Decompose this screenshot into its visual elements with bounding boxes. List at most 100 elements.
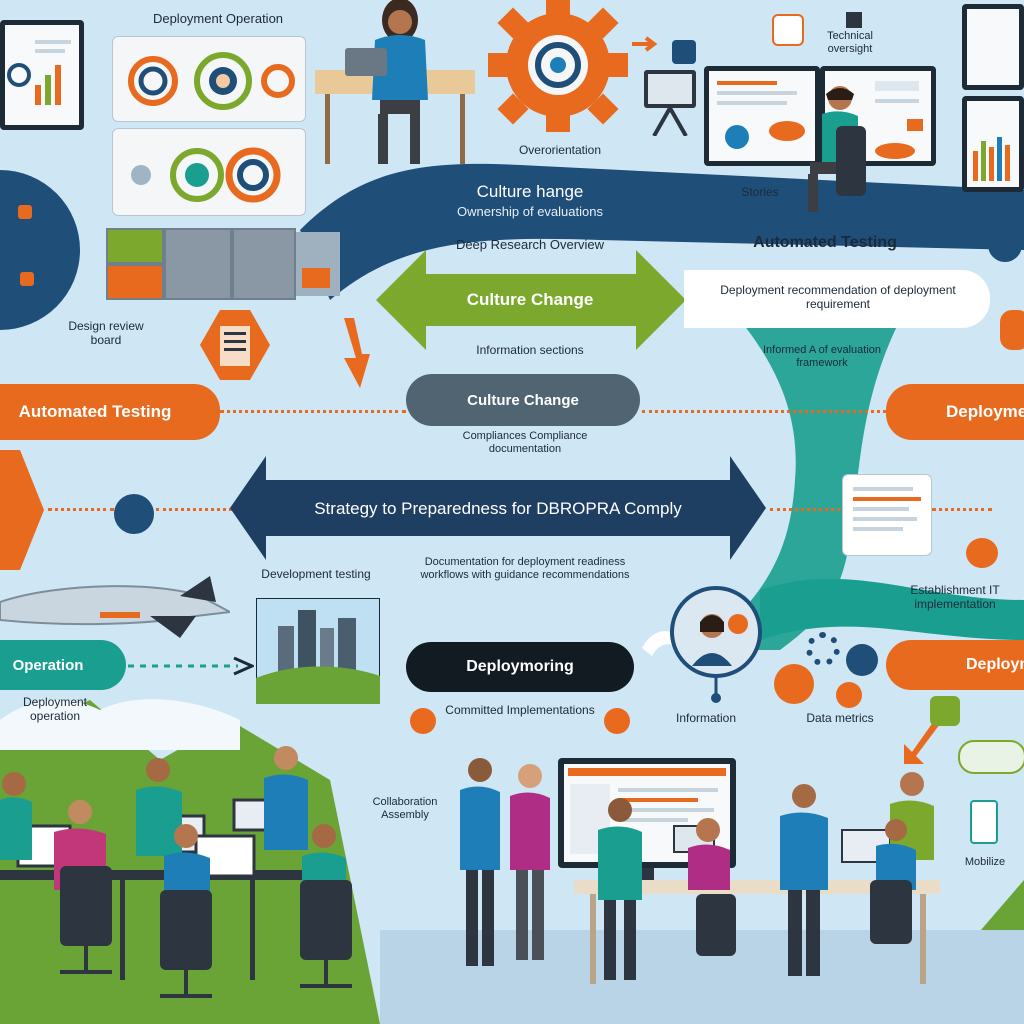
- desk-person-top: [315, 0, 475, 164]
- operation-lower-label: Deployment operation: [22, 695, 88, 723]
- orientation-label: Overorientation: [518, 143, 602, 157]
- arrow-right-icon: [128, 656, 254, 676]
- left-circle: [0, 170, 80, 330]
- arrow-down-left-icon: [904, 718, 940, 764]
- dotted-connector: [220, 410, 406, 413]
- technical-oversight-label: Technical oversight: [827, 30, 873, 55]
- airplane-icon: [0, 576, 230, 638]
- deployment-operation-label: Deployment Operation: [152, 11, 284, 26]
- easel-monitor-icon: [644, 70, 696, 136]
- development-testing-label: Development testing: [261, 567, 371, 581]
- laptop-icon: [345, 48, 387, 76]
- information-section-label: Information sections: [476, 343, 584, 357]
- culture-change-arrow: [376, 250, 686, 350]
- automated-testing-left-pill: Automated Testing: [0, 384, 220, 440]
- chair-icon: [300, 880, 352, 960]
- team-right: [460, 758, 940, 984]
- document-lines: [853, 487, 921, 531]
- culture-change-top-label: Culture hange: [476, 182, 584, 201]
- teal-river: [700, 320, 900, 650]
- navy-swoosh: [300, 163, 1024, 300]
- dashboard-card-2: [112, 128, 306, 216]
- dotted-connector: [156, 508, 232, 511]
- chair-icon: [60, 866, 112, 946]
- committed-implementations-label: Committed Implementations: [445, 703, 595, 717]
- badge-icon: [20, 272, 34, 286]
- information-lower-label: Information: [675, 711, 737, 725]
- process-table: [106, 228, 340, 300]
- deployment-bottom-right-pill: Deployment: [886, 640, 1024, 690]
- collaboration-assembly-label: Collaboration Assembly: [372, 796, 438, 821]
- badge-icon: [18, 205, 32, 219]
- badge-icon: [1000, 310, 1024, 350]
- cloud-icon: [958, 740, 1024, 774]
- mobile-icon: [970, 800, 998, 844]
- document-icon: [842, 474, 932, 556]
- culture-change-grey-text: Culture Change: [467, 391, 579, 409]
- monitor-icon: [704, 66, 820, 166]
- calendar-icon: [846, 12, 862, 28]
- strategy-banner-label: Strategy to Preparedness for DBROPRA Com…: [314, 499, 682, 518]
- chart-icon: [973, 137, 1010, 181]
- person-icon: [670, 586, 762, 703]
- operation-left-text: Operation: [12, 656, 84, 674]
- automated-testing-left-text: Automated Testing: [18, 402, 172, 421]
- screen: [709, 71, 815, 161]
- chart-icon: [7, 40, 71, 105]
- monitor-icon: [962, 96, 1024, 192]
- deployment-recommendation-label: Deployment recommendation of deployment …: [720, 283, 956, 311]
- dotted-connector: [642, 410, 886, 413]
- screen: [967, 101, 1019, 187]
- mobilize-label: Mobilize: [964, 856, 1006, 868]
- teal-wave-right: [760, 578, 1024, 640]
- culture-change-top-sublabel: Ownership of evaluations: [457, 204, 603, 219]
- informed-panel-label: Informed A of evaluation framework: [762, 344, 882, 369]
- recommendation-box: [684, 270, 990, 328]
- share-icon: [672, 40, 696, 64]
- arrow-right-icon: [632, 36, 658, 52]
- chart-icon: [717, 81, 805, 149]
- badge-icon: [604, 708, 630, 734]
- gear-icon: [846, 644, 878, 676]
- deployment-bottom-right-text: Deployment: [966, 656, 1024, 673]
- operation-left-pill: Operation: [0, 640, 126, 690]
- city-icon: [256, 598, 380, 704]
- deep-research-label: Deep Research Overview: [455, 237, 605, 252]
- target-icon: [128, 52, 295, 110]
- badge-icon: [410, 708, 436, 734]
- target-icon: [131, 147, 281, 203]
- chair-icon: [160, 890, 212, 970]
- chair-icon: [836, 126, 866, 196]
- team-left: [0, 746, 352, 998]
- data-metrics-label: Data metrics: [806, 711, 874, 725]
- gear-icon: [774, 664, 814, 704]
- speech-bubble-icon: [988, 228, 1022, 262]
- deploy-monitoring-pill: Deploymoring: [406, 642, 634, 692]
- documentation-note-label: Documentation for deployment readiness w…: [420, 556, 630, 581]
- dotted-connector: [48, 508, 114, 511]
- chart-icon: [875, 81, 923, 159]
- chair-icon: [696, 894, 736, 956]
- gear-icon: [806, 632, 840, 666]
- gear-icon: [836, 682, 862, 708]
- strategy-banner: [230, 456, 766, 560]
- deployment-right-pill: Deployment: [886, 384, 1024, 440]
- establish-it-label: Establishment IT implementation: [910, 583, 1000, 611]
- monitor-icon: [962, 4, 1024, 90]
- speech-bubble-icon: [966, 538, 998, 568]
- gear-icon: [488, 0, 628, 132]
- culture-change-grey-pill: Culture Change: [406, 374, 640, 426]
- clipboard-icon: [200, 310, 270, 380]
- cloud-white: [0, 699, 240, 750]
- automated-testing-top-label: Automated Testing: [753, 234, 897, 251]
- compliance-sub-label: Compliances Compliance documentation: [462, 430, 588, 455]
- monitor-icon: [0, 20, 84, 130]
- dashboard-card-1: [112, 36, 306, 122]
- deploy-monitoring-text: Deploymoring: [466, 658, 574, 675]
- network-icon: [114, 494, 154, 534]
- arrow-down-icon: [344, 318, 370, 388]
- orange-chevron: [0, 450, 44, 570]
- culture-change-green-label: Culture Change: [466, 290, 594, 309]
- chair-icon: [870, 880, 912, 944]
